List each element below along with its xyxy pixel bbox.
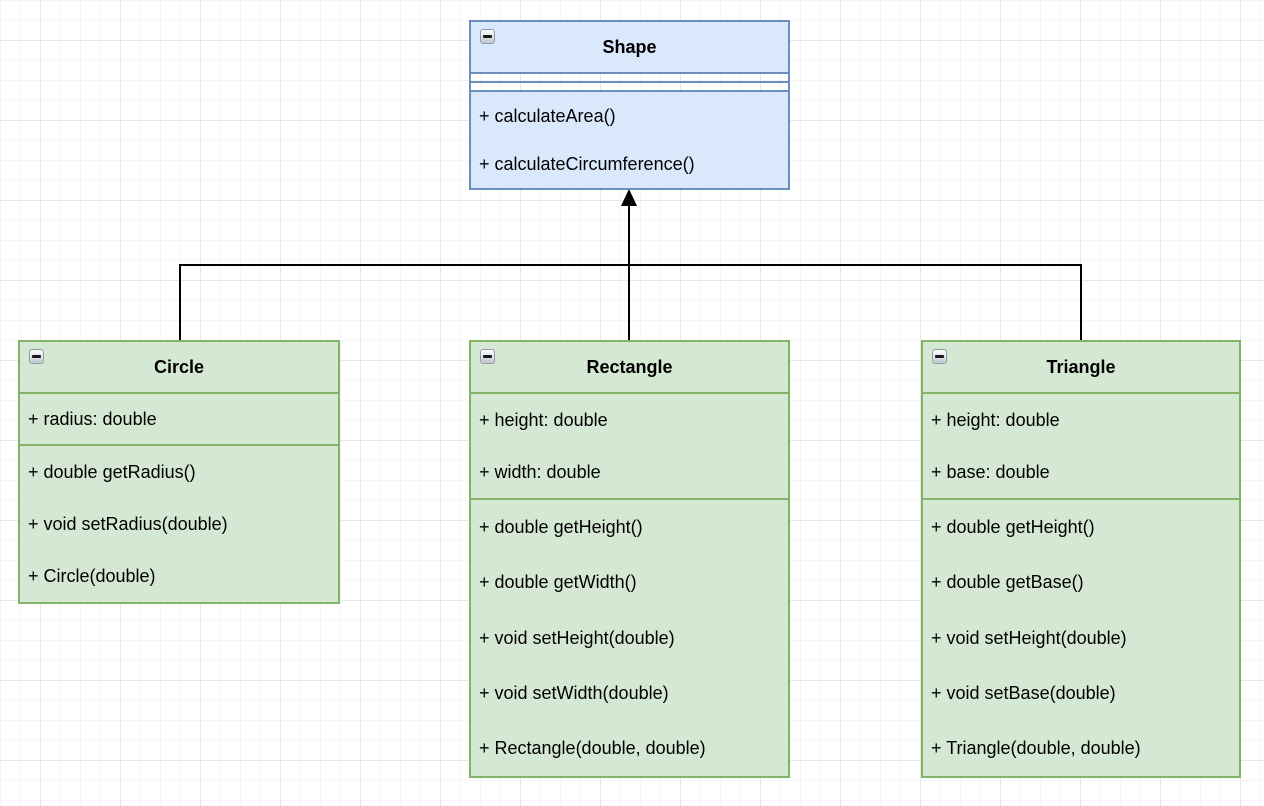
class-title: Triangle <box>1046 356 1116 377</box>
attributes-section: + radius: double <box>20 392 338 444</box>
collapse-button[interactable] <box>932 349 947 364</box>
minus-icon <box>483 355 492 358</box>
collapse-button[interactable] <box>480 29 495 44</box>
class-title: Shape <box>602 36 657 57</box>
attributes-section-empty <box>471 72 788 81</box>
method-row[interactable]: + void setRadius(double) <box>28 513 228 534</box>
method-row[interactable]: + void setBase(double) <box>931 682 1116 703</box>
methods-section: + calculateArea() + calculateCircumferen… <box>471 90 788 188</box>
inheritance-edge-horizontal[interactable] <box>180 264 1082 266</box>
inheritance-edge-circle[interactable] <box>179 264 181 341</box>
method-row[interactable]: + calculateArea() <box>479 105 616 126</box>
class-header-circle: Circle <box>20 342 338 392</box>
class-box-circle[interactable]: Circle + radius: double + double getRadi… <box>18 340 340 604</box>
class-title: Rectangle <box>586 356 673 377</box>
attribute-row[interactable]: + width: double <box>479 461 601 482</box>
class-box-rectangle[interactable]: Rectangle + height: double + width: doub… <box>469 340 790 778</box>
attribute-row[interactable]: + radius: double <box>28 408 157 429</box>
method-row[interactable]: + Rectangle(double, double) <box>479 737 706 758</box>
attributes-section: + height: double + base: double <box>923 392 1239 498</box>
separator-section <box>471 81 788 90</box>
method-row[interactable]: + Triangle(double, double) <box>931 737 1141 758</box>
minus-icon <box>935 355 944 358</box>
methods-section: + double getHeight() + double getBase() … <box>923 498 1239 776</box>
inheritance-edge-rectangle[interactable] <box>628 204 630 341</box>
collapse-button[interactable] <box>29 349 44 364</box>
inheritance-arrowhead-icon <box>621 189 637 206</box>
methods-section: + double getRadius() + void setRadius(do… <box>20 444 338 602</box>
inheritance-edge-triangle[interactable] <box>1080 264 1082 341</box>
class-box-shape[interactable]: Shape + calculateArea() + calculateCircu… <box>469 20 790 190</box>
class-header-rectangle: Rectangle <box>471 342 788 392</box>
methods-section: + double getHeight() + double getWidth()… <box>471 498 788 776</box>
minus-icon <box>483 35 492 38</box>
attribute-row[interactable]: + height: double <box>479 409 608 430</box>
method-row[interactable]: + Circle(double) <box>28 565 156 586</box>
attribute-row[interactable]: + height: double <box>931 409 1060 430</box>
collapse-button[interactable] <box>480 349 495 364</box>
attribute-row[interactable]: + base: double <box>931 461 1050 482</box>
method-row[interactable]: + double getHeight() <box>931 517 1095 538</box>
method-row[interactable]: + double getBase() <box>931 572 1084 593</box>
class-title: Circle <box>153 356 205 377</box>
class-header-triangle: Triangle <box>923 342 1239 392</box>
minus-icon <box>32 355 41 358</box>
method-row[interactable]: + void setWidth(double) <box>479 682 669 703</box>
class-header-shape: Shape <box>471 22 788 72</box>
method-row[interactable]: + double getWidth() <box>479 572 637 593</box>
method-row[interactable]: + calculateCircumference() <box>479 153 695 174</box>
attributes-section: + height: double + width: double <box>471 392 788 498</box>
method-row[interactable]: + void setHeight(double) <box>931 627 1127 648</box>
method-row[interactable]: + double getRadius() <box>28 461 196 482</box>
class-box-triangle[interactable]: Triangle + height: double + base: double… <box>921 340 1241 778</box>
method-row[interactable]: + void setHeight(double) <box>479 627 675 648</box>
method-row[interactable]: + double getHeight() <box>479 517 643 538</box>
